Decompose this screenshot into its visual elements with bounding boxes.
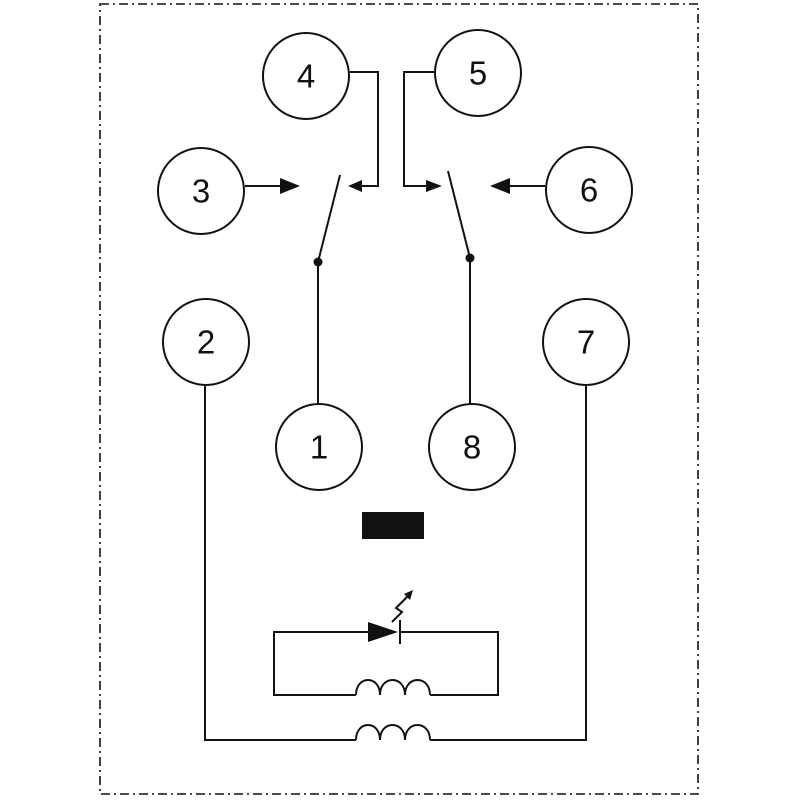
pin-label: 2 — [197, 324, 215, 361]
pin-3: 3 — [157, 147, 245, 235]
arrow-head-pin-4 — [348, 180, 362, 192]
switch-blade-right — [447, 170, 471, 259]
pin-circle — [162, 298, 250, 386]
pin-circle — [434, 29, 522, 117]
arrow-head-pin-6 — [490, 178, 510, 194]
switch-blade-left — [317, 174, 341, 263]
pin-6: 6 — [545, 146, 633, 234]
led-emission-arrow-head — [404, 590, 413, 600]
pin-1: 1 — [275, 403, 363, 491]
pin-7: 7 — [542, 298, 630, 386]
pin-circle — [275, 403, 363, 491]
pin-circle — [157, 147, 245, 235]
pin-circle — [262, 32, 350, 120]
wire-pin-7 — [430, 384, 587, 741]
pin-label: 3 — [192, 173, 210, 210]
pin-label: 4 — [297, 58, 315, 95]
relay-outline — [99, 3, 699, 795]
pin-label: 8 — [463, 429, 481, 466]
pin-circle — [428, 403, 516, 491]
arrow-head-pin-3 — [280, 178, 300, 194]
coil-main-icon — [355, 724, 431, 741]
pin-4: 4 — [262, 32, 350, 120]
arrow-head-pin-5 — [426, 180, 442, 192]
pin-2: 2 — [162, 298, 250, 386]
wire-pin-2 — [204, 384, 356, 741]
wire-pin-4 — [350, 71, 379, 187]
pin-5: 5 — [434, 29, 522, 117]
pin-circle — [542, 298, 630, 386]
coil-upper-icon — [355, 679, 431, 696]
led-diode-icon — [368, 622, 398, 642]
pin-label: 6 — [580, 172, 598, 209]
wire-pin-5 — [403, 71, 434, 187]
pin-8: 8 — [428, 403, 516, 491]
indicator-block — [362, 512, 424, 539]
pin-label: 1 — [310, 429, 328, 466]
pin-circle — [545, 146, 633, 234]
pin-label: 7 — [577, 324, 595, 361]
pin-label: 5 — [469, 55, 487, 92]
led-emission-icon — [391, 595, 409, 623]
led-loop-wire — [273, 631, 499, 696]
